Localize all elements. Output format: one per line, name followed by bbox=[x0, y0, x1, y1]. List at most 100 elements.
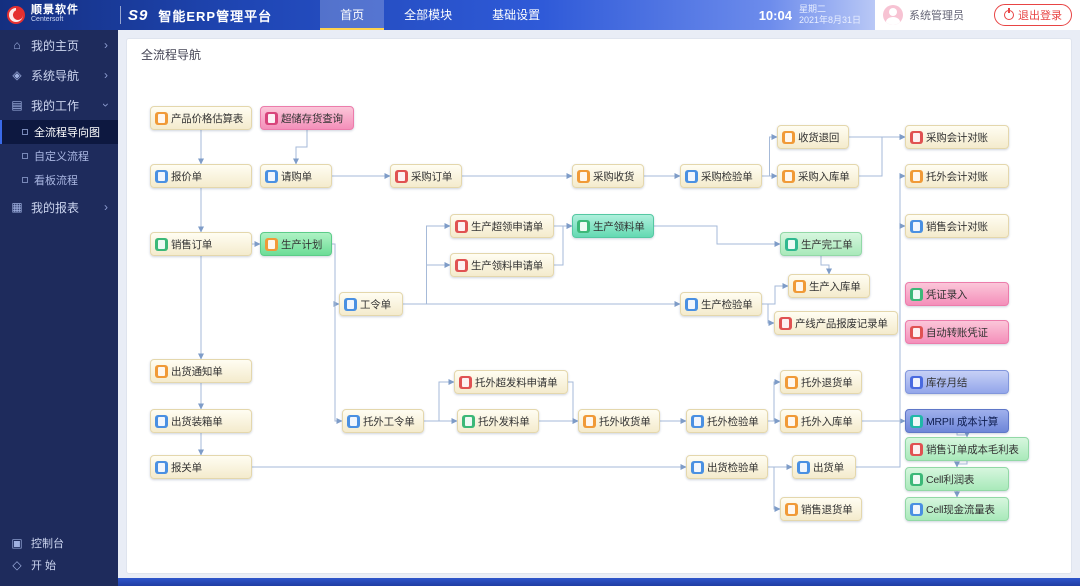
flow-node-cell_xj[interactable]: Cell现金流量表 bbox=[905, 497, 1009, 521]
flow-node-tw_kj[interactable]: 托外会计对账 bbox=[905, 164, 1009, 188]
sidebar-item-label: 我的报表 bbox=[31, 200, 80, 215]
flow-node-caigou_jy[interactable]: 采购检验单 bbox=[680, 164, 762, 188]
sidebar: ⌂ 我的主页 › ◈ 系统导航 › ▤ 我的工作 › 全流程导向图 自定义流程 … bbox=[0, 30, 118, 586]
flow-node-xiaoshou_dd[interactable]: 销售订单 bbox=[150, 232, 252, 256]
flow-node-baoguan[interactable]: 报关单 bbox=[150, 455, 252, 479]
flow-node-qinggou[interactable]: 请购单 bbox=[260, 164, 332, 188]
start-button[interactable]: ◇ 开 始 bbox=[0, 554, 118, 576]
nav-tab-all-modules[interactable]: 全部模块 bbox=[404, 8, 453, 22]
flow-node-cx_bf[interactable]: 产线产品报废记录单 bbox=[774, 311, 898, 335]
sidebar-item-system-nav[interactable]: ◈ 系统导航 › bbox=[0, 60, 118, 90]
flow-edge-shengchan_jh-tw_gl bbox=[332, 243, 343, 424]
flow-node-tw_sh[interactable]: 托外收货单 bbox=[578, 409, 660, 433]
flow-node-label: 出货单 bbox=[813, 461, 844, 474]
document-icon bbox=[265, 237, 278, 251]
flow-node-gongling[interactable]: 工令单 bbox=[339, 292, 403, 316]
flow-node-label: 采购收货 bbox=[593, 170, 635, 183]
flow-node-chuhuo_zx[interactable]: 出货装箱单 bbox=[150, 409, 252, 433]
document-icon bbox=[459, 375, 472, 389]
flow-node-label: 工令单 bbox=[360, 298, 391, 311]
start-icon: ◇ bbox=[12, 558, 22, 572]
flow-node-label: 出货检验单 bbox=[707, 461, 759, 474]
flow-node-xs_th[interactable]: 销售退货单 bbox=[780, 497, 862, 521]
flow-node-mrp[interactable]: MRPII 成本计算 bbox=[905, 409, 1009, 433]
flow-node-xs_ml[interactable]: 销售订单成本毛利表 bbox=[905, 437, 1029, 461]
flow-node-tw_rk[interactable]: 托外入库单 bbox=[780, 409, 862, 433]
subitem-bullet-icon bbox=[22, 129, 28, 135]
flow-node-caigou_sh[interactable]: 采购收货 bbox=[572, 164, 644, 188]
document-icon bbox=[910, 169, 923, 183]
flow-node-label: 销售订单成本毛利表 bbox=[926, 443, 1019, 456]
document-icon bbox=[691, 414, 704, 428]
document-icon bbox=[782, 130, 795, 144]
flow-node-tw_th[interactable]: 托外退货单 bbox=[780, 370, 862, 394]
document-icon bbox=[155, 460, 168, 474]
flow-node-xs_kj[interactable]: 销售会计对账 bbox=[905, 214, 1009, 238]
document-icon bbox=[155, 237, 168, 251]
flow-node-shengchan_jh[interactable]: 生产计划 bbox=[260, 232, 332, 256]
flow-node-kc_yj[interactable]: 库存月结 bbox=[905, 370, 1009, 394]
clock-weekday: 星期二 bbox=[798, 4, 826, 14]
flow-node-chuhuo_tz[interactable]: 出货通知单 bbox=[150, 359, 252, 383]
flow-node-chaochu[interactable]: 超储存货查询 bbox=[260, 106, 354, 130]
nav-tab-home[interactable]: 首页 bbox=[320, 0, 385, 30]
flow-node-sc_cl_sq[interactable]: 生产超领申请单 bbox=[450, 214, 554, 238]
flow-node-jiage[interactable]: 产品价格估算表 bbox=[150, 106, 252, 130]
power-icon bbox=[1004, 8, 1014, 20]
s9-logo: S9 bbox=[128, 6, 149, 24]
flow-node-label: 托外退货单 bbox=[801, 376, 853, 389]
flow-node-tw_jy[interactable]: 托外检验单 bbox=[686, 409, 768, 433]
brand-subtitle: Centersoft bbox=[31, 16, 64, 23]
sidebar-subitem-custom-flow[interactable]: 自定义流程 bbox=[0, 144, 118, 168]
clock-date: 2021年8月31日 bbox=[798, 15, 861, 25]
sidebar-subitem-kanban-flow[interactable]: 看板流程 bbox=[0, 168, 118, 192]
document-icon bbox=[910, 130, 923, 144]
flow-node-label: 报价单 bbox=[171, 170, 202, 183]
flow-node-caigou_rk[interactable]: 采购入库单 bbox=[777, 164, 859, 188]
console-button[interactable]: ▣ 控制台 bbox=[0, 532, 118, 554]
subitem-bullet-icon bbox=[22, 153, 28, 159]
nav-tab-base-settings[interactable]: 基础设置 bbox=[492, 8, 541, 22]
flow-node-label: 生产完工单 bbox=[801, 238, 853, 251]
sidebar-item-home[interactable]: ⌂ 我的主页 › bbox=[0, 30, 118, 60]
flow-node-sc_ll[interactable]: 生产领料单 bbox=[572, 214, 654, 238]
sidebar-item-my-reports[interactable]: ▦ 我的报表 › bbox=[0, 192, 118, 222]
document-icon bbox=[155, 169, 168, 183]
flow-node-zd_zz[interactable]: 自动转账凭证 bbox=[905, 320, 1009, 344]
flow-node-chuhuo_jy[interactable]: 出货检验单 bbox=[686, 455, 768, 479]
flow-node-pz_lr[interactable]: 凭证录入 bbox=[905, 282, 1009, 306]
flow-edge-tw_gl-tw_cf_sq bbox=[424, 379, 455, 422]
flow-node-label: 采购会计对账 bbox=[926, 131, 988, 144]
subitem-bullet-icon bbox=[22, 177, 28, 183]
compass-icon: ◈ bbox=[12, 68, 22, 82]
flow-node-label: 凭证录入 bbox=[926, 288, 968, 301]
flow-node-sc_wg[interactable]: 生产完工单 bbox=[780, 232, 862, 256]
start-label: 开 始 bbox=[31, 560, 57, 572]
flow-node-sc_rk[interactable]: 生产入库单 bbox=[788, 274, 870, 298]
flow-node-chuhuo[interactable]: 出货单 bbox=[792, 455, 856, 479]
document-icon bbox=[395, 169, 408, 183]
flow-node-sc_ll_sq[interactable]: 生产领料申请单 bbox=[450, 253, 554, 277]
flow-node-baojia[interactable]: 报价单 bbox=[150, 164, 252, 188]
sidebar-item-my-work[interactable]: ▤ 我的工作 › bbox=[0, 90, 118, 120]
flow-node-cell_lr[interactable]: Cell利润表 bbox=[905, 467, 1009, 491]
flow-node-sc_jy[interactable]: 生产检验单 bbox=[680, 292, 762, 316]
user-avatar[interactable] bbox=[883, 5, 903, 25]
document-icon bbox=[455, 258, 468, 272]
flow-node-label: 请购单 bbox=[281, 170, 312, 183]
flow-node-tw_gl[interactable]: 托外工令单 bbox=[342, 409, 424, 433]
flow-node-shouhuo_th[interactable]: 收货退回 bbox=[777, 125, 849, 149]
flow-node-cg_kj[interactable]: 采购会计对账 bbox=[905, 125, 1009, 149]
flow-node-label: 出货通知单 bbox=[171, 365, 223, 378]
flow-node-tw_cf_sq[interactable]: 托外超发料申请单 bbox=[454, 370, 568, 394]
document-icon bbox=[910, 375, 923, 389]
flow-node-label: MRPII 成本计算 bbox=[926, 415, 999, 428]
flow-node-label: 销售订单 bbox=[171, 238, 213, 251]
flow-edge-lines bbox=[198, 130, 970, 512]
flow-node-label: 销售退货单 bbox=[801, 503, 853, 516]
logout-button[interactable]: 退出登录 bbox=[994, 4, 1072, 26]
sidebar-subitem-full-process-map[interactable]: 全流程导向图 bbox=[0, 120, 118, 144]
flow-node-caigou_dd[interactable]: 采购订单 bbox=[390, 164, 462, 188]
flow-node-tw_fl[interactable]: 托外发料单 bbox=[457, 409, 539, 433]
chevron-right-icon: › bbox=[104, 38, 108, 52]
